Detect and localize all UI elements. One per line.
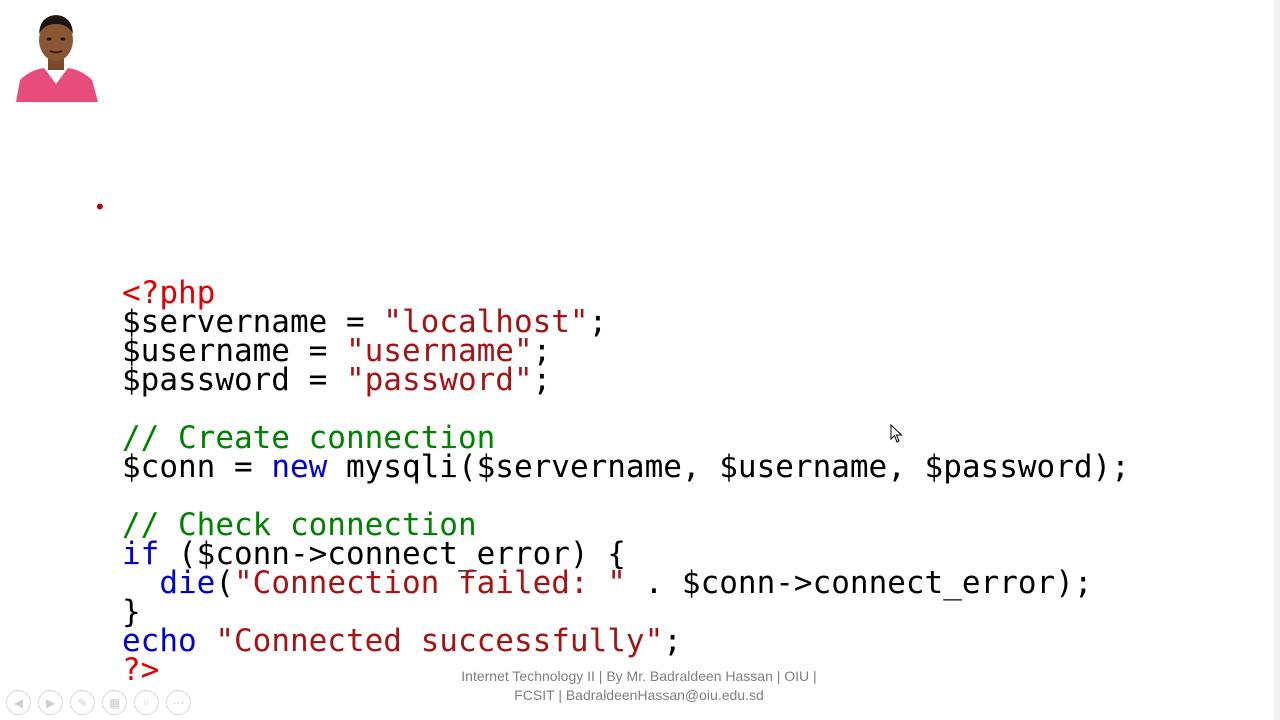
- code-line: echo "Connected successfully";: [98, 626, 1130, 657]
- code-token: ;: [663, 623, 682, 659]
- code-token: $servername =: [122, 304, 384, 340]
- code-token: [197, 623, 216, 659]
- code-token: (: [215, 565, 234, 601]
- code-token: if: [122, 536, 160, 572]
- footer-line-2: FCSIT | BadraldeenHassan@oiu.edu.sd: [514, 687, 764, 703]
- code-line: }: [98, 597, 1130, 628]
- code-token: "Connection failed: ": [234, 565, 626, 601]
- code-line: // Create connection: [98, 423, 1130, 454]
- code-line: <?php: [98, 278, 1130, 309]
- code-token: echo: [122, 623, 197, 659]
- code-token: ;: [532, 333, 552, 369]
- code-token: ($conn->connect_error) {: [159, 536, 626, 572]
- slides-grid-icon[interactable]: ▦: [102, 690, 127, 715]
- code-token: ;: [532, 362, 552, 398]
- code-token: ;: [588, 304, 608, 340]
- code-token: $username =: [122, 333, 346, 369]
- code-token: // Create connection: [122, 420, 496, 456]
- code-block: • <?php$servername = "localhost";$userna…: [96, 192, 1130, 714]
- code-token: $password =: [122, 362, 346, 398]
- code-token: "Connected successfully": [215, 623, 664, 659]
- previous-slide-icon[interactable]: ◀: [6, 690, 31, 715]
- code-token: "username": [345, 333, 533, 369]
- next-slide-icon[interactable]: ▶: [38, 690, 63, 715]
- bullet-point: •: [96, 194, 104, 219]
- code-token: // Check connection: [122, 507, 477, 543]
- slideshow-controls: ◀ ▶ ✎ ▦ ⌕ ⋯: [6, 690, 191, 715]
- code-line: $conn = new mysqli($servername, $usernam…: [98, 452, 1130, 483]
- footer-line-1: Internet Technology II | By Mr. Badralde…: [461, 668, 817, 684]
- code-token: die: [159, 565, 216, 601]
- code-token: "localhost": [383, 304, 589, 340]
- presenter-avatar: [10, 8, 102, 102]
- code-line: ?>: [98, 655, 1130, 686]
- code-line: if ($conn->connect_error) {: [98, 539, 1130, 570]
- code-token: }: [122, 594, 141, 630]
- code-token: "password": [345, 362, 533, 398]
- code-line: $password = "password";: [98, 365, 1130, 396]
- more-options-icon[interactable]: ⋯: [166, 690, 191, 715]
- code-token: new: [271, 449, 328, 485]
- code-token: . $conn->connect_error);: [625, 565, 1093, 601]
- code-line: $servername = "localhost";: [98, 307, 1130, 338]
- code-line: die("Connection failed: " . $conn->conne…: [98, 568, 1130, 599]
- zoom-icon[interactable]: ⌕: [134, 690, 159, 715]
- code-line: $username = "username";: [98, 336, 1130, 367]
- slide-edge: [1274, 0, 1280, 720]
- code-token: <?php: [122, 275, 216, 311]
- code-token: $conn =: [122, 449, 272, 485]
- code-line: // Check connection: [98, 510, 1130, 541]
- pen-icon[interactable]: ✎: [70, 690, 95, 715]
- code-token: ?>: [122, 652, 160, 688]
- mouse-cursor-icon: [890, 423, 904, 449]
- code-token: mysqli($servername, $username, $password…: [327, 449, 1130, 485]
